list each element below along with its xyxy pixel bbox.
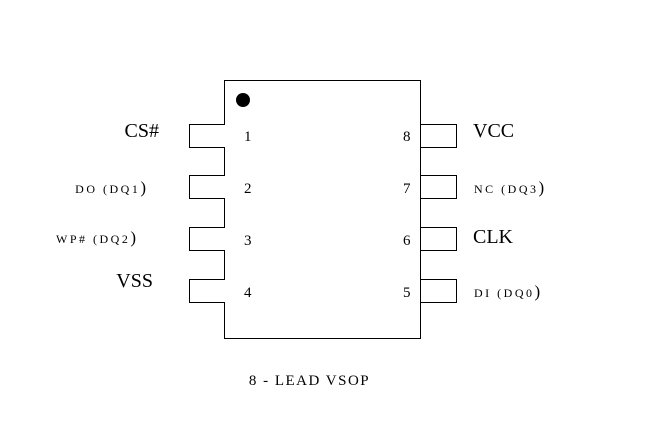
- pin-4-label: VSS: [116, 270, 153, 292]
- pin-8-label: VCC: [473, 120, 515, 142]
- pin-3-label-paren: ): [130, 228, 136, 247]
- pin-4-number: 4: [244, 285, 252, 301]
- pin-6-lead: [421, 227, 457, 251]
- pin-5-lead: [421, 279, 457, 303]
- pin-2-label-paren: ): [140, 178, 146, 197]
- pin-3-label-main: WP# (DQ2: [56, 232, 131, 246]
- pin-8-number: 8: [403, 129, 411, 145]
- pin-7-label-paren: ): [538, 178, 545, 197]
- pin-7-number: 7: [403, 181, 411, 197]
- pin-8-lead: [421, 124, 457, 148]
- pin-6-label: CLK: [473, 226, 513, 248]
- pin-5-label: DI (DQ0): [474, 282, 541, 301]
- pin-1-label: CS#: [124, 120, 159, 142]
- pin-5-number: 5: [403, 285, 411, 301]
- pin1-indicator-dot: [236, 93, 250, 107]
- pin-5-label-paren: ): [534, 282, 541, 301]
- pin-6-number: 6: [403, 233, 411, 249]
- pin-2-label-main: DO (DQ1: [75, 182, 141, 196]
- pin-3-label: WP# (DQ2): [56, 228, 136, 247]
- pin-5-label-main: DI (DQ0: [474, 286, 535, 300]
- pin-7-label-main: NC (DQ3: [474, 182, 539, 196]
- package-caption: 8 - LEAD VSOP: [248, 373, 371, 389]
- chip-body: [224, 80, 421, 339]
- pin-1-lead: [189, 124, 225, 148]
- pin-3-number: 3: [244, 233, 252, 249]
- pin-2-number: 2: [244, 181, 252, 197]
- pin-2-lead: [189, 175, 225, 199]
- pin-2-label: DO (DQ1): [75, 178, 146, 197]
- pin-3-lead: [189, 227, 225, 251]
- pin-4-lead: [189, 279, 225, 303]
- pin-7-label: NC (DQ3): [474, 178, 545, 197]
- pin-7-lead: [421, 175, 457, 199]
- pin-1-number: 1: [244, 129, 252, 145]
